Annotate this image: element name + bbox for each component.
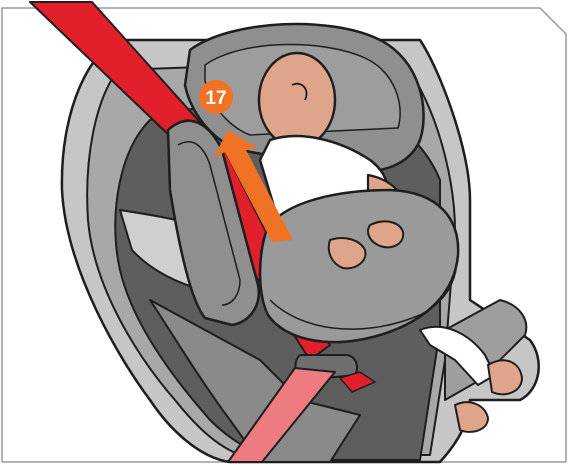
child-head bbox=[259, 53, 335, 147]
step-badge-icon: 17 bbox=[199, 80, 233, 114]
child-foot-upper bbox=[488, 360, 522, 394]
step-number: 17 bbox=[205, 88, 226, 109]
